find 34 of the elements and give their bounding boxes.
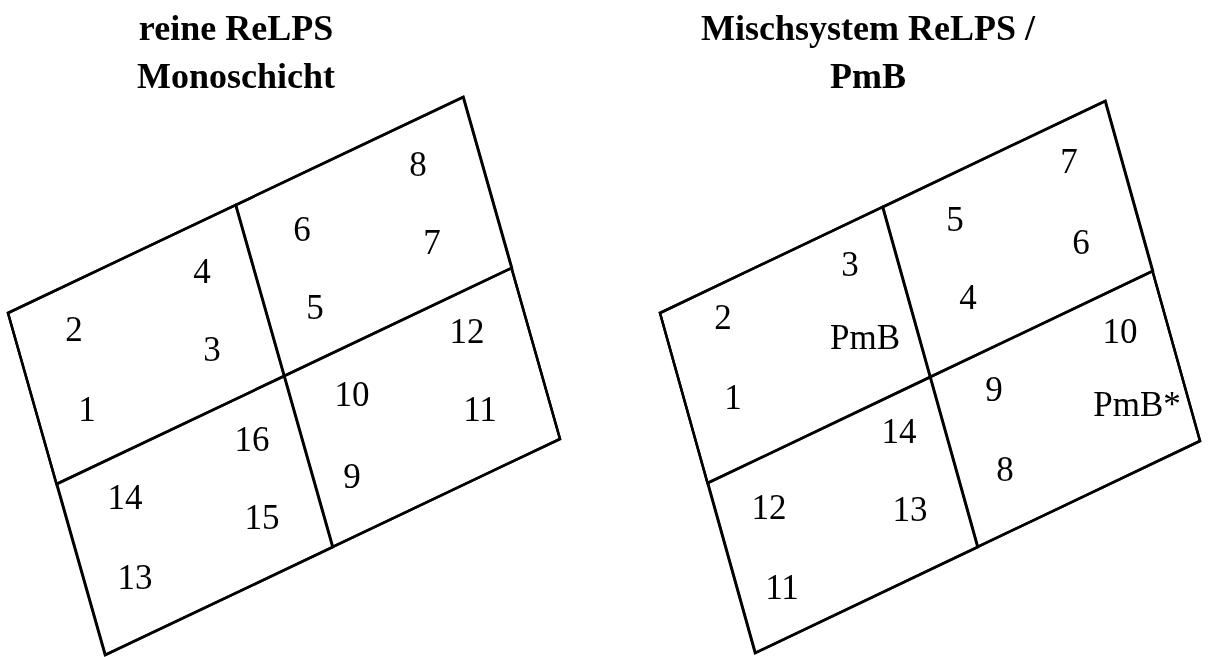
region-label: PmB — [830, 319, 900, 357]
position-number: 14 — [107, 479, 143, 517]
position-number: 6 — [293, 211, 311, 249]
position-number: 13 — [892, 491, 928, 529]
position-number: 2 — [714, 299, 732, 337]
region-label: PmB* — [1093, 386, 1181, 424]
panel-heading: Mischsystem ReLPS / PmB — [700, 7, 1037, 98]
position-number: 16 — [234, 421, 270, 459]
position-number: 8 — [409, 146, 427, 184]
position-number: 12 — [751, 489, 787, 527]
position-number: 13 — [117, 559, 153, 597]
position-number: 6 — [1072, 224, 1090, 262]
position-number: 10 — [334, 376, 370, 414]
position-number: 4 — [193, 253, 211, 291]
position-number: 7 — [1060, 143, 1078, 181]
position-number: 2 — [65, 311, 83, 349]
panel-heading: reine ReLPS Monoschicht — [136, 7, 336, 98]
position-number: 11 — [765, 569, 799, 607]
position-number: 3 — [841, 246, 859, 284]
position-number: 11 — [463, 391, 497, 429]
position-number: 3 — [203, 331, 221, 369]
position-number: 10 — [1102, 313, 1138, 351]
position-number: 9 — [985, 371, 1003, 409]
position-number: 5 — [306, 289, 324, 327]
position-number: 1 — [724, 379, 742, 417]
position-number: 12 — [449, 313, 485, 351]
position-number: 1 — [78, 391, 96, 429]
position-number: 4 — [959, 279, 977, 317]
position-number: 8 — [996, 451, 1014, 489]
position-number: 5 — [946, 201, 964, 239]
position-number: 15 — [244, 499, 280, 537]
position-number: 9 — [343, 458, 361, 496]
position-number: 7 — [423, 224, 441, 262]
position-number: 14 — [881, 413, 917, 451]
